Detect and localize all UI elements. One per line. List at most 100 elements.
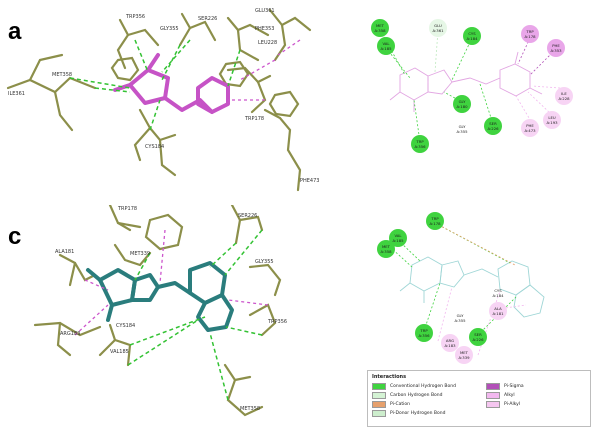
legend-label: Pi-Donor Hydrogen Bond: [390, 411, 446, 416]
panel-letter-c: c: [8, 223, 22, 250]
residue-disc-10: SER A:226: [484, 117, 502, 135]
panel-d-diagram: TRP A:178 VAL A:185 MET A:358 CYS A:184 …: [377, 212, 545, 364]
residue-id-b-4: A:178: [524, 34, 536, 39]
residue-id-d-1: A:185: [392, 238, 404, 243]
residue-id-d-9: A:339: [458, 355, 470, 360]
residue-name-d-7: ARG: [446, 338, 454, 343]
legend-title: Interactions: [372, 374, 407, 380]
legend-swatch: [486, 392, 500, 399]
residue-name-b-8: LEU: [548, 115, 556, 120]
panel-b-diagram: MET A:358 VAL A:185 GLU A:361 CYS A:184 …: [371, 19, 573, 153]
legend-swatch: [486, 401, 500, 408]
residue-id-b-1: A:185: [380, 46, 392, 51]
residue-name-b-1: VAL: [382, 41, 390, 46]
label-c-8: MET358: [240, 406, 260, 412]
residue-disc-d-8: SER A:226: [469, 328, 487, 346]
label-a-10: PHE473: [300, 178, 319, 184]
residue-disc-2: GLU A:361: [429, 19, 447, 37]
residue-disc-8: LEU A:193: [543, 111, 561, 129]
legend-swatch: [372, 401, 386, 408]
residue-id-d-4: A:181: [492, 311, 504, 316]
residue-name-b-0: MET: [376, 23, 385, 28]
residue-disc-6: GLY A:180: [453, 95, 471, 113]
legend-item: Conventional Hydrogen Bond: [372, 383, 456, 390]
residue-id-b-8: A:193: [546, 120, 558, 125]
panel-b: b MET A:358: [340, 0, 591, 205]
residue-disc-5: PHE A:353: [547, 39, 565, 57]
label-a-0: TRP356: [125, 14, 145, 20]
residue-disc-d-4: ALA A:181: [489, 302, 507, 320]
residue-name-b-6: GLY: [459, 99, 467, 104]
residue-id-d-5: A:355: [454, 318, 466, 323]
label-a-5: LEU228: [258, 40, 277, 46]
panel-c: c: [0, 205, 340, 427]
panel-d: d TRP A:178 VAL A:1: [340, 205, 591, 367]
residue-name-d-9: MET: [460, 350, 469, 355]
legend-item: Carbon Hydrogen Bond: [372, 392, 443, 399]
residue-disc-11: PHE A:473: [521, 119, 539, 137]
label-c-0: TRP178: [117, 206, 137, 212]
ligand-skeleton-b: [389, 51, 543, 112]
residue-name-d-5: GLY: [457, 313, 465, 318]
legend-label: Pi-Alkyl: [504, 402, 521, 407]
residue-id-b-11: A:473: [524, 128, 536, 133]
hbond-lines-a: [69, 39, 241, 131]
residue-id-b-7: A:228: [558, 96, 570, 101]
residue-id-b-6: A:180: [456, 104, 468, 109]
label-a-4: PHE353: [255, 26, 274, 32]
label-c-9: TRP356: [267, 319, 287, 325]
legend-label: Conventional Hydrogen Bond: [390, 384, 456, 389]
panel-letter-a: a: [8, 18, 22, 45]
label-c-2: MET339: [130, 251, 150, 257]
pi-lines-c: [74, 229, 269, 336]
pi-lines-a: [228, 39, 301, 101]
legend-label: Carbon Hydrogen Bond: [390, 393, 443, 398]
label-a-7: ILE361: [8, 91, 25, 97]
ligand-skeleton-d: [399, 256, 545, 318]
label-c-3: GLY355: [255, 259, 274, 265]
legend-item: Alkyl: [486, 392, 515, 399]
residue-name-d-6: TRP: [419, 328, 428, 333]
residue-disc-d-9: MET A:339: [455, 346, 473, 364]
residue-name-b-9: GLY: [459, 124, 467, 129]
protein-sticks-c: [33, 205, 282, 417]
residue-name-d-2: MET: [382, 244, 391, 249]
legend-item: Pi-Sigma: [486, 383, 524, 390]
legend-swatch: [372, 392, 386, 399]
legend-item: Pi-Cation: [372, 401, 410, 408]
residue-id-b-5: A:353: [550, 48, 562, 53]
residue-disc-d-5: GLY A:355: [454, 313, 466, 323]
residue-name-d-0: TRP: [430, 216, 439, 221]
legend-label: Pi-Sigma: [504, 384, 524, 389]
ligand-sticks-c: [86, 261, 234, 332]
panel-a-structure: TRP356 GLY355 SER226 GLU361 PHE353 LEU22…: [6, 8, 319, 192]
residue-id-d-6: A:356: [418, 333, 430, 338]
legend-label: Alkyl: [504, 393, 515, 398]
residue-name-b-2: GLU: [434, 23, 442, 28]
residue-id-d-8: A:226: [472, 337, 484, 342]
label-a-6: MET358: [52, 72, 72, 78]
residue-disc-4: TRP A:178: [521, 25, 539, 43]
residue-disc-d-2: MET A:358: [377, 240, 395, 258]
residue-name-b-7: ILE: [561, 91, 567, 96]
legend-swatch: [372, 410, 386, 417]
residue-disc-3: CYS A:184: [463, 27, 481, 45]
residue-id-b-0: A:358: [374, 28, 386, 33]
residue-name-b-12: TRP: [415, 139, 424, 144]
residue-name-b-3: CYS: [468, 31, 476, 36]
legend-item: Pi-Donor Hydrogen Bond: [372, 410, 445, 417]
residue-id-b-2: A:361: [432, 28, 444, 33]
residue-labels-c: TRP178 SER226 MET339 GLY355 ALA181 CYS18…: [55, 206, 287, 412]
label-a-3: GLU361: [255, 8, 275, 14]
label-c-6: ARG183: [60, 331, 80, 337]
label-a-8: TRP178: [244, 116, 264, 122]
label-c-7: VAL185: [110, 349, 129, 355]
residue-id-d-0: A:178: [429, 221, 441, 226]
residue-name-d-1: VAL: [394, 233, 402, 238]
residue-disc-d-6: TRP A:356: [415, 324, 433, 342]
residue-disc-12: TRP A:356: [411, 135, 429, 153]
label-c-4: ALA181: [55, 249, 74, 255]
residue-id-d-3: A:184: [492, 293, 504, 298]
residue-name-d-3: CYS: [494, 288, 502, 293]
interactions-legend: Interactions Conventional Hydrogen Bond …: [367, 370, 591, 427]
